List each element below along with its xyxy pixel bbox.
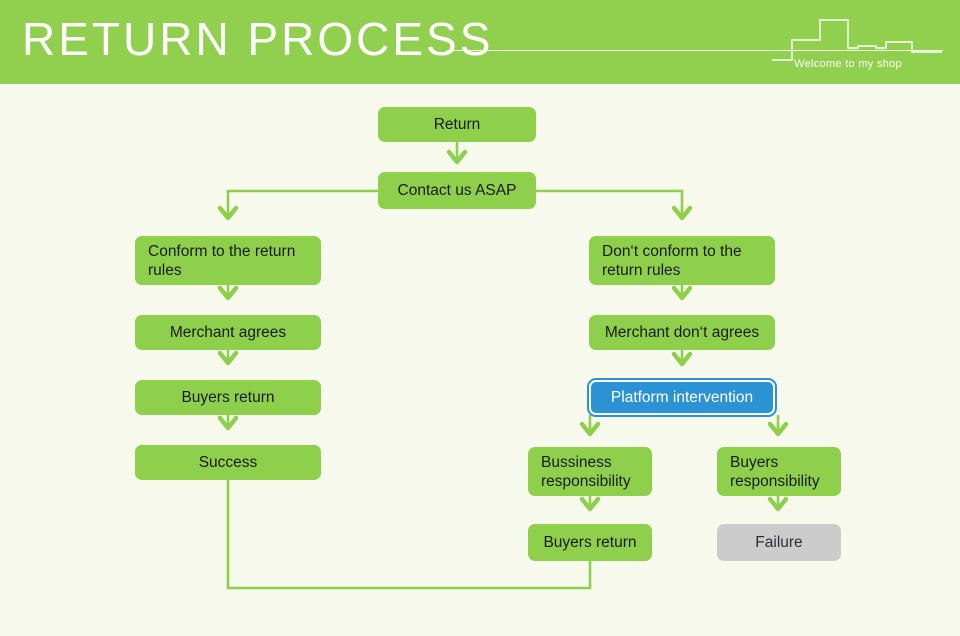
node-success-label: Success (198, 454, 258, 471)
node-dont-conform-to-return-rules[interactable]: Don‘t conform to the return rules (589, 236, 775, 285)
arrowhead-buyers-return-to-success (217, 415, 239, 431)
node-buyers-return-middle[interactable]: Buyers return (528, 524, 652, 561)
arrowhead-merchant-dont-to-platform (671, 351, 693, 367)
node-dont-conform-to-return-rules-label: Don‘t conform to the return rules (602, 242, 742, 279)
arrowhead-platform-to-business-resp (579, 421, 601, 437)
connector-contact-to-dont-conform (536, 189, 684, 218)
arrowhead-buyers-resp-to-failure (767, 496, 789, 512)
arrowhead-business-resp-to-buyers-return (579, 496, 601, 512)
node-platform-intervention-label: Platform intervention (610, 389, 754, 406)
arrowhead-platform-to-buyers-resp (767, 421, 789, 437)
header-bar: RETURN PROCESS Welcome to my shop (0, 0, 960, 84)
node-conform-to-return-rules[interactable]: Conform to the return rules (135, 236, 321, 285)
bar-skyline-icon (772, 16, 942, 71)
node-merchant-agrees[interactable]: Merchant agrees (135, 315, 321, 350)
node-buyers-return-middle-label: Buyers return (543, 534, 637, 551)
node-bussiness-responsibility[interactable]: Bussiness responsibility (528, 447, 652, 496)
page-title: RETURN PROCESS (22, 13, 494, 65)
node-failure[interactable]: Failure (717, 524, 841, 561)
node-contact-us-asap-label: Contact us ASAP (397, 182, 517, 199)
node-merchant-dont-agrees[interactable]: Merchant don‘t agrees (589, 315, 775, 350)
node-buyers-return-left[interactable]: Buyers return (135, 380, 321, 415)
node-bussiness-responsibility-label: Bussiness responsibility (541, 453, 631, 490)
arrowhead-return-to-contact (446, 149, 468, 165)
connector-contact-to-conform (226, 189, 378, 218)
header-divider-line (447, 50, 943, 51)
node-buyers-return-left-label: Buyers return (181, 389, 275, 406)
node-return[interactable]: Return (378, 107, 536, 142)
header-tagline: Welcome to my shop (794, 58, 902, 70)
node-buyers-responsibility-label: Buyers responsibility (730, 453, 820, 490)
node-success[interactable]: Success (135, 445, 321, 480)
connector-feedback-loop-to-success (226, 449, 592, 590)
node-failure-label: Failure (755, 534, 803, 551)
node-merchant-agrees-label: Merchant agrees (169, 324, 287, 341)
node-return-label: Return (433, 116, 481, 133)
node-contact-us-asap[interactable]: Contact us ASAP (378, 172, 536, 209)
arrowhead-contact-to-conform (217, 205, 239, 221)
node-buyers-responsibility[interactable]: Buyers responsibility (717, 447, 841, 496)
flowchart-canvas: Return Contact us ASAP Conform to the re… (0, 84, 960, 636)
node-merchant-dont-agrees-label: Merchant don‘t agrees (604, 324, 760, 341)
arrowhead-merchant-agrees-to-buyers-return (217, 350, 239, 366)
flow-connectors (217, 142, 789, 590)
node-platform-intervention[interactable]: Platform intervention (587, 378, 777, 417)
arrowhead-dont-conform-to-merchant-dont (671, 285, 693, 301)
node-conform-to-return-rules-label: Conform to the return rules (148, 242, 296, 279)
arrowhead-contact-to-dont-conform (671, 205, 693, 221)
arrowhead-conform-to-merchant-agrees (217, 285, 239, 301)
